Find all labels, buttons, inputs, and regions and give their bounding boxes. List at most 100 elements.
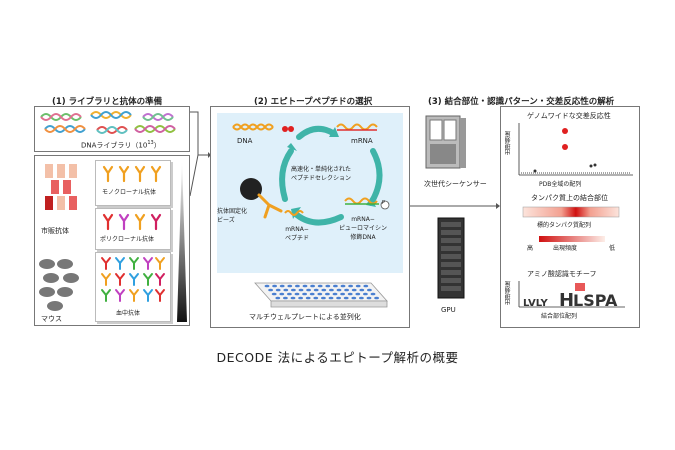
- freq-y-label: 出現頻度: [505, 131, 512, 155]
- plate-well: [287, 284, 293, 288]
- polyclonal-label: ポリクローナル抗体: [100, 236, 155, 243]
- selection-panel: DNA mRNA 高速化・単純化された ペプチドセレクション 抗体固定化 ビーズ…: [210, 106, 410, 328]
- mouse-icon: [39, 259, 79, 311]
- plate-well: [344, 288, 349, 292]
- plate-well: [298, 288, 304, 292]
- plate-well: [355, 284, 361, 288]
- svg-text:H: H: [559, 290, 574, 309]
- motif-letters: LSPA: [573, 291, 618, 309]
- plate-well: [302, 284, 308, 288]
- figure-caption: DECODE 法によるエピトープ解析の概要: [216, 350, 459, 365]
- motif-y-label: 出現頻度: [505, 281, 512, 305]
- antibody-box: 市販抗体 マウス モノクローナル抗体: [34, 155, 190, 326]
- plate-well: [370, 292, 376, 296]
- plate-well: [309, 292, 315, 296]
- plate-well: [272, 284, 277, 288]
- genome-scatter-plot: [518, 123, 633, 176]
- plate-well: [332, 292, 338, 296]
- plate-well: [313, 296, 319, 300]
- plate-well: [310, 284, 315, 288]
- commercial-antibody-label: 市販抗体: [41, 227, 69, 235]
- antibody-icon: [102, 165, 162, 183]
- selection-label: 高速化・単純化された ペプチドセレクション: [291, 166, 352, 182]
- binding-title: タンパク質上の結合部位: [531, 194, 608, 202]
- plate-well: [294, 292, 300, 296]
- analysis-box: ゲノムワイドな交差反応性 出現頻度 PDB全域の配列 タンパク質上の結合部位 標…: [500, 106, 640, 328]
- serum-label: 血中抗体: [116, 310, 141, 317]
- ngs-label: 次世代シーケンサー: [424, 180, 487, 188]
- plate-well: [333, 284, 338, 288]
- plate-well: [336, 296, 341, 300]
- antibody-icon: [102, 213, 162, 231]
- binding-site-bar: [522, 206, 620, 218]
- polyclonal-card: ポリクローナル抗体: [95, 208, 171, 250]
- monoclonal-label: モノクローナル抗体: [102, 189, 157, 196]
- plate-well: [321, 288, 327, 292]
- plate-well: [279, 292, 285, 296]
- plate-well: [291, 288, 296, 292]
- plate-well: [275, 296, 281, 300]
- panel3-title: (3) 結合部位・認識パターン・交差反応性の解析: [428, 97, 615, 107]
- plate-well: [321, 296, 326, 300]
- plate-well: [367, 288, 372, 292]
- gpu-label: GPU: [441, 306, 456, 314]
- plate-well: [363, 292, 368, 296]
- plate-well: [271, 292, 277, 296]
- motif-title: アミノ酸認識モチーフ: [527, 270, 597, 278]
- plate-label: マルチウェルプレートによる並列化: [249, 313, 361, 321]
- plate-well: [359, 296, 364, 300]
- dna-library-illustration: [40, 111, 176, 134]
- mouse-label: マウス: [41, 315, 62, 323]
- plate-well: [348, 284, 353, 288]
- plate-well: [279, 284, 285, 288]
- binding-pos-label: 結合部位配列: [541, 313, 578, 320]
- plate-well: [351, 288, 357, 292]
- plate-well: [283, 296, 288, 300]
- plate-well: [264, 284, 270, 288]
- bead-label: 抗体固定化 ビーズ: [217, 208, 248, 224]
- serum-card: 血中抗体: [95, 252, 171, 322]
- plate-well: [325, 284, 331, 288]
- plate-well: [366, 296, 372, 300]
- panel1-title: (1) ライブラリと抗体の準備: [52, 97, 163, 107]
- legend-low: 低: [609, 245, 616, 252]
- legend-high: 高: [527, 245, 534, 252]
- panel2-title: (2) エピトープペプチドの選択: [254, 97, 373, 107]
- plate-well: [313, 288, 319, 292]
- plate-well: [295, 284, 300, 288]
- plate-well: [268, 288, 273, 292]
- plate-well: [363, 284, 369, 288]
- plate-well: [355, 292, 361, 296]
- dna-library-box: DNAライブラリ（1013）: [34, 106, 190, 152]
- plate-well: [329, 288, 334, 292]
- plate-well: [287, 292, 292, 296]
- scatter-point: [562, 128, 568, 134]
- plate-well: [343, 296, 349, 300]
- scatter-point: [562, 144, 568, 150]
- plate-well: [340, 292, 345, 296]
- frequency-legend-bar: [539, 236, 605, 242]
- genome-title: ゲノムワイドな交差反応性: [527, 112, 611, 120]
- legend-freq: 出現頻度: [553, 245, 578, 252]
- antibody-icon: [101, 257, 165, 302]
- plate-well: [302, 292, 307, 296]
- dna-library-label: DNAライブラリ（1013）: [81, 140, 161, 150]
- arrow-panel2-to-panel3: [410, 203, 500, 209]
- plate-well: [347, 292, 353, 296]
- gradient-wedge: [177, 160, 187, 322]
- plate-well: [298, 296, 303, 300]
- scatter-point: [589, 164, 593, 168]
- mrna-puromycin-label: mRNA− ピューロマイシン 修飾DNA: [339, 216, 388, 241]
- mrna-label: mRNA: [351, 137, 373, 145]
- puromycin-mark: P: [382, 200, 386, 206]
- svg-text:LVLY: LVLY: [523, 298, 549, 309]
- plate-well: [275, 288, 281, 292]
- monoclonal-card: モノクローナル抗体: [95, 160, 171, 206]
- dna-label: DNA: [237, 137, 253, 145]
- plate-well: [317, 292, 323, 296]
- plate-well: [328, 296, 334, 300]
- plate-well: [340, 284, 346, 288]
- arrow-panel1-to-panel2: [190, 111, 210, 197]
- plate-well: [336, 288, 342, 292]
- target-seq-label: 標的タンパク質配列: [537, 222, 592, 229]
